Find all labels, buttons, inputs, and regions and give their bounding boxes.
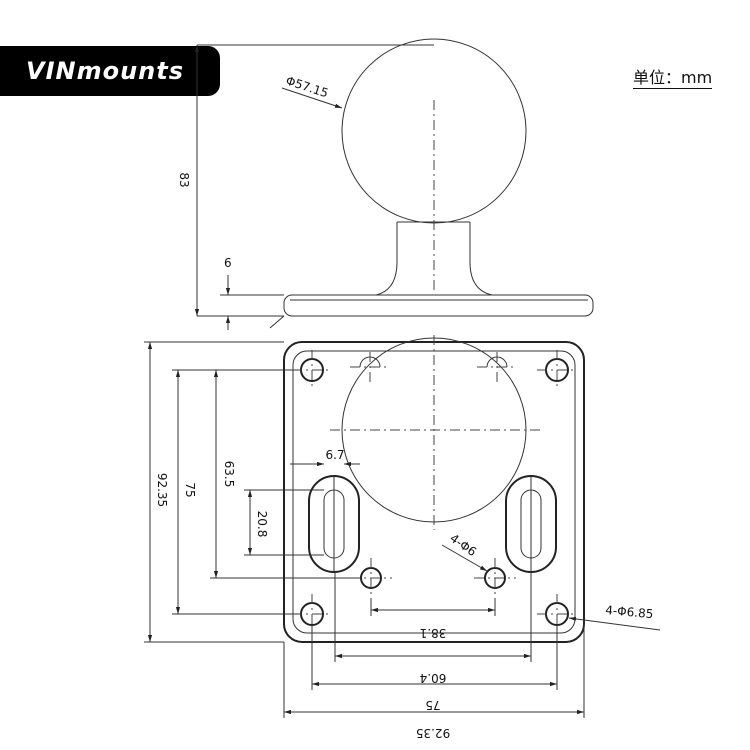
dim-height: 83 xyxy=(177,172,191,187)
dim-base-thickness: 6 xyxy=(224,256,232,270)
dim-corner-spacing-h: 75 xyxy=(425,698,440,712)
base-plate-side xyxy=(283,294,594,317)
brand-logo: VINmounts xyxy=(0,46,220,96)
dim-slot-width: 6.7 xyxy=(325,448,344,462)
base-plate-top xyxy=(283,341,585,643)
slots xyxy=(308,475,557,573)
unit-label: 单位：mm xyxy=(633,68,713,89)
dim-plate-height: 92.35 xyxy=(155,473,169,507)
dim-corner-spacing-v: 75 xyxy=(183,482,197,497)
dim-inner-hole-spacing: 38.1 xyxy=(420,626,447,640)
dim-slot-to-hole: 63.5 xyxy=(222,461,236,488)
dim-slot-length: 20.8 xyxy=(255,511,269,538)
corner-holes xyxy=(292,350,577,634)
neck xyxy=(375,222,493,296)
dim-slot-spacing: 60.4 xyxy=(420,671,447,685)
dim-plate-width: 92.35 xyxy=(416,726,450,740)
side-view: Φ57.15 83 6 xyxy=(177,38,594,330)
callout-inner-holes: 4-Φ6 xyxy=(447,531,479,559)
top-view: 92.35 75 63.5 20.8 6.7 38.1 60.4 75 92.3… xyxy=(144,335,661,740)
callout-corner-holes: 4-Φ6.85 xyxy=(605,603,654,621)
